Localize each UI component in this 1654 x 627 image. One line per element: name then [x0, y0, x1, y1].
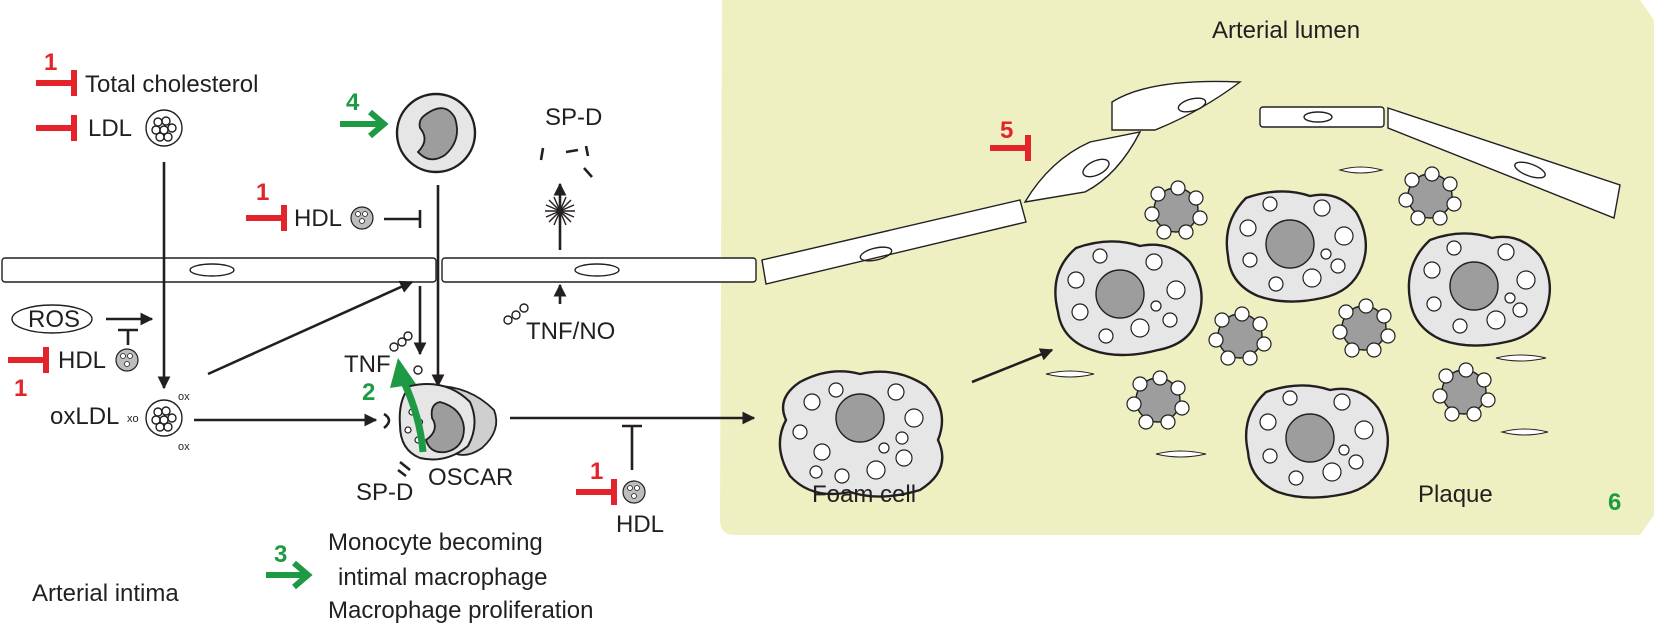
- label-hdl-left: HDL: [58, 347, 106, 374]
- inhibition-total-cholesterol: [36, 70, 77, 96]
- label-ros: ROS: [28, 306, 80, 333]
- monocyte-cell: [395, 92, 477, 174]
- label-sp-d-top: SP-D: [545, 104, 602, 131]
- tnf-particles-icon: [389, 331, 423, 375]
- label-arterial-intima: Arterial intima: [32, 580, 179, 607]
- number-4: 4: [346, 89, 360, 116]
- label-oscar: OSCAR: [428, 464, 513, 491]
- sp-d-receptor-icon: [397, 460, 411, 478]
- arrow-oxldl-to-endothelium: [207, 280, 414, 376]
- number-2: 2: [362, 379, 375, 406]
- label-ldl: LDL: [88, 115, 132, 142]
- plaque-foam-cell: [1054, 240, 1203, 357]
- proliferating-macrophage: [1332, 298, 1396, 358]
- ldl-particle-icon: [145, 109, 183, 147]
- proliferating-macrophage: [1126, 370, 1190, 430]
- hdl-particle-icon-left: [115, 348, 139, 372]
- label-tnf: TNF: [344, 351, 391, 378]
- label-arterial-lumen: Arterial lumen: [1212, 17, 1360, 44]
- proliferating-macrophage: [1144, 180, 1208, 240]
- label-sp-d-bottom: SP-D: [356, 479, 413, 506]
- inhibition-hdl-mid: [246, 205, 287, 231]
- ox-mark-top: ox: [178, 391, 190, 403]
- inhibition-ldl: [36, 115, 77, 141]
- legend-line-3: Macrophage proliferation: [328, 597, 594, 624]
- label-oxldl: oxLDL: [50, 403, 119, 430]
- inhibition-hdl-left: [8, 347, 49, 373]
- inhibition-5: [990, 135, 1031, 161]
- ros-bubble: [11, 304, 93, 334]
- foam-cell: [778, 370, 944, 498]
- stimulation-arrow-4: [340, 109, 389, 139]
- label-hdl-mid: HDL: [294, 205, 342, 232]
- endothelial-layer: [1, 80, 1621, 285]
- stimulation-arrow-3: [266, 560, 313, 590]
- oxldl-particle-icon: [145, 399, 183, 437]
- oscar-receptor-icon: [383, 412, 391, 430]
- tnf-no-particles-icon: [503, 303, 529, 325]
- xo-mark-left: xo: [127, 413, 139, 425]
- ox-mark-bottom: ox: [178, 441, 190, 453]
- plaque-foam-cell: [1244, 384, 1390, 499]
- inhibition-hdl-to-ros: [118, 328, 138, 345]
- hdl-particle-icon-bottom: [622, 480, 646, 504]
- inhibition-hdl-bottom: [576, 479, 617, 505]
- proliferating-macrophage: [1208, 306, 1272, 366]
- label-hdl-bottom: HDL: [616, 511, 664, 538]
- plaque-foam-cell: [1225, 190, 1368, 303]
- proliferating-macrophage: [1398, 166, 1462, 226]
- legend-line-2: intimal macrophage: [338, 564, 547, 591]
- sp-d-fragments: [539, 145, 593, 178]
- number-1-hdl-bottom: 1: [590, 458, 603, 485]
- hdl-particle-icon-mid: [350, 206, 374, 230]
- number-3: 3: [274, 541, 287, 568]
- plaque-foam-cell: [1407, 232, 1552, 347]
- number-1-total-cholesterol: 1: [44, 49, 57, 76]
- label-plaque: Plaque: [1418, 481, 1493, 508]
- arrow-foam-cell-to-plaque: [971, 348, 1054, 384]
- label-total-cholesterol: Total cholesterol: [85, 71, 258, 98]
- macrophage-cell: [398, 383, 498, 461]
- inhibition-hdl-bottom-to-arrow: [622, 424, 642, 470]
- stimulation-arrow-2-head: [390, 358, 416, 388]
- number-1-hdl-mid: 1: [256, 179, 269, 206]
- number-6: 6: [1608, 489, 1621, 516]
- number-5: 5: [1000, 117, 1013, 144]
- fibrous-streaks: [1045, 166, 1549, 458]
- label-foam-cell: Foam cell: [812, 481, 916, 508]
- proliferating-macrophage: [1432, 362, 1496, 422]
- inhibition-hdl-to-monocyte: [384, 210, 422, 228]
- number-1-hdl-left: 1: [14, 375, 27, 402]
- legend-line-1: Monocyte becoming: [328, 529, 543, 556]
- label-tnf-no: TNF/NO: [526, 318, 615, 345]
